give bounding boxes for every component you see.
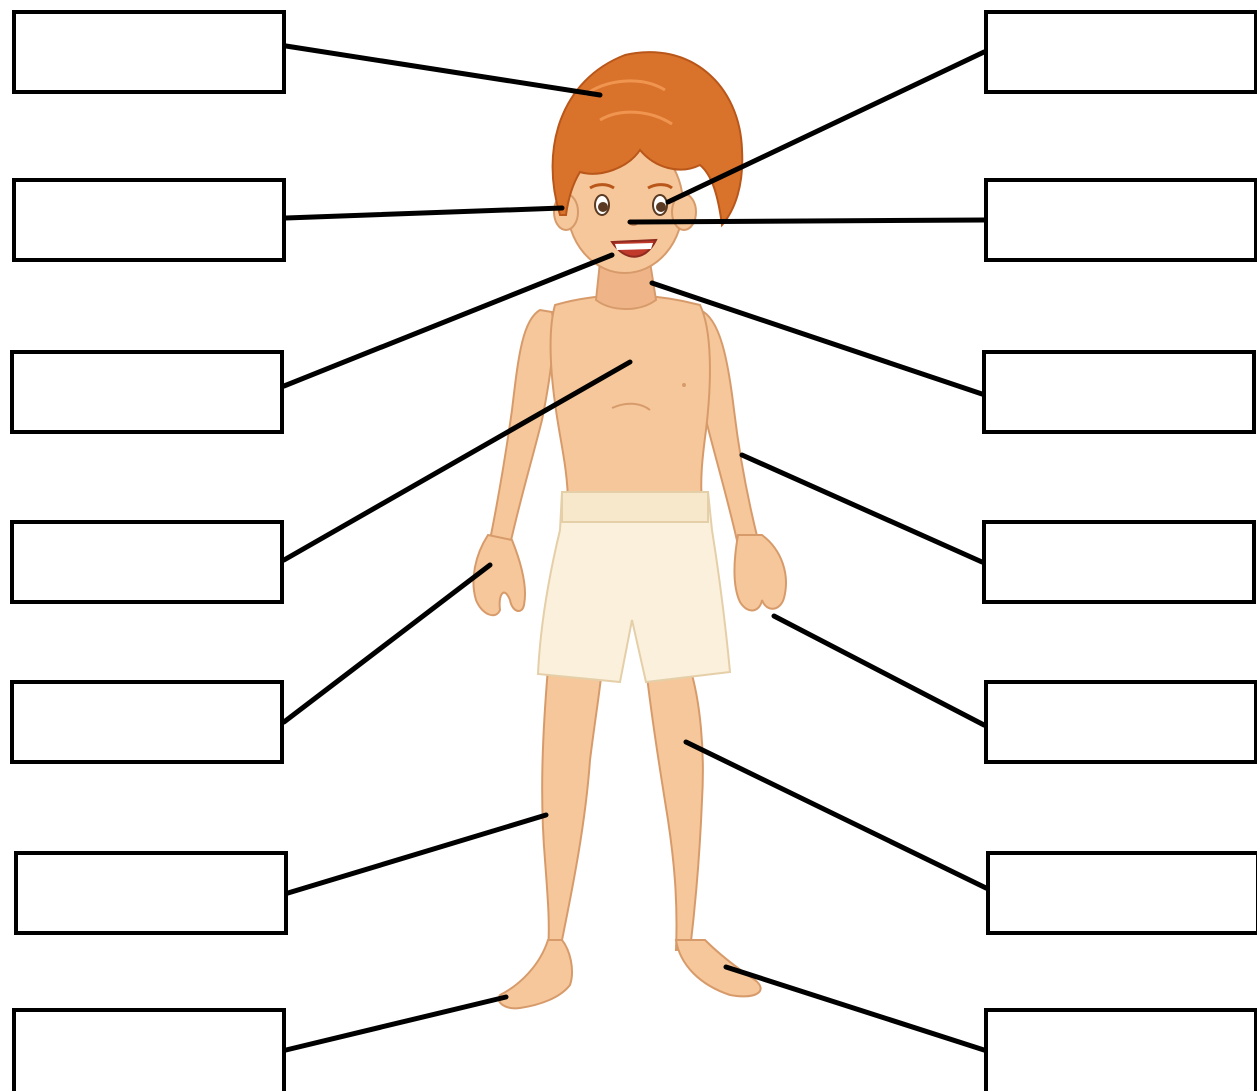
label-box-left-4[interactable]: [10, 520, 284, 604]
label-box-left-6[interactable]: [14, 851, 288, 935]
leader-line-fingers: [774, 616, 984, 725]
leg-right-figure: [646, 668, 703, 950]
label-input-left-2[interactable]: [16, 182, 282, 258]
label-input-right-1[interactable]: [988, 14, 1254, 90]
leader-line-foot: [726, 967, 984, 1050]
leader-line-ear: [286, 208, 562, 218]
label-input-right-3[interactable]: [986, 354, 1252, 430]
label-input-right-6[interactable]: [990, 855, 1256, 931]
label-box-right-1[interactable]: [984, 10, 1257, 94]
hand-left-figure: [473, 535, 525, 615]
label-box-left-2[interactable]: [12, 178, 286, 262]
label-box-left-1[interactable]: [12, 10, 286, 94]
boy-figure: [473, 52, 785, 1008]
label-box-right-6[interactable]: [986, 851, 1257, 935]
leader-line-leg: [288, 815, 546, 893]
label-input-right-7[interactable]: [988, 1012, 1254, 1091]
label-box-right-5[interactable]: [984, 680, 1257, 764]
leg-left-figure: [542, 668, 602, 950]
hand-right-figure: [735, 535, 786, 610]
foot-left-figure: [499, 940, 572, 1008]
label-box-right-2[interactable]: [984, 178, 1257, 262]
label-input-left-4[interactable]: [14, 524, 280, 600]
label-box-right-4[interactable]: [982, 520, 1256, 604]
foot-right-figure: [676, 940, 761, 996]
label-input-left-1[interactable]: [16, 14, 282, 90]
leader-line-knee: [686, 742, 986, 888]
label-input-left-5[interactable]: [14, 684, 280, 760]
leader-line-arm: [742, 455, 982, 562]
label-input-left-6[interactable]: [18, 855, 284, 931]
label-box-right-3[interactable]: [982, 350, 1256, 434]
leader-line-hand: [284, 565, 490, 722]
label-input-left-3[interactable]: [14, 354, 280, 430]
label-input-right-2[interactable]: [988, 182, 1254, 258]
arm-left-figure: [490, 310, 553, 545]
label-box-left-3[interactable]: [10, 350, 284, 434]
leader-line-hair: [286, 46, 600, 95]
label-input-right-5[interactable]: [988, 684, 1254, 760]
label-box-left-7[interactable]: [12, 1008, 286, 1091]
label-box-left-5[interactable]: [10, 680, 284, 764]
label-box-right-7[interactable]: [984, 1008, 1257, 1091]
leader-line-nose: [630, 220, 984, 222]
leader-line-toes: [286, 997, 506, 1050]
torso-figure: [551, 295, 710, 505]
label-input-right-4[interactable]: [986, 524, 1252, 600]
label-input-left-7[interactable]: [16, 1012, 282, 1091]
